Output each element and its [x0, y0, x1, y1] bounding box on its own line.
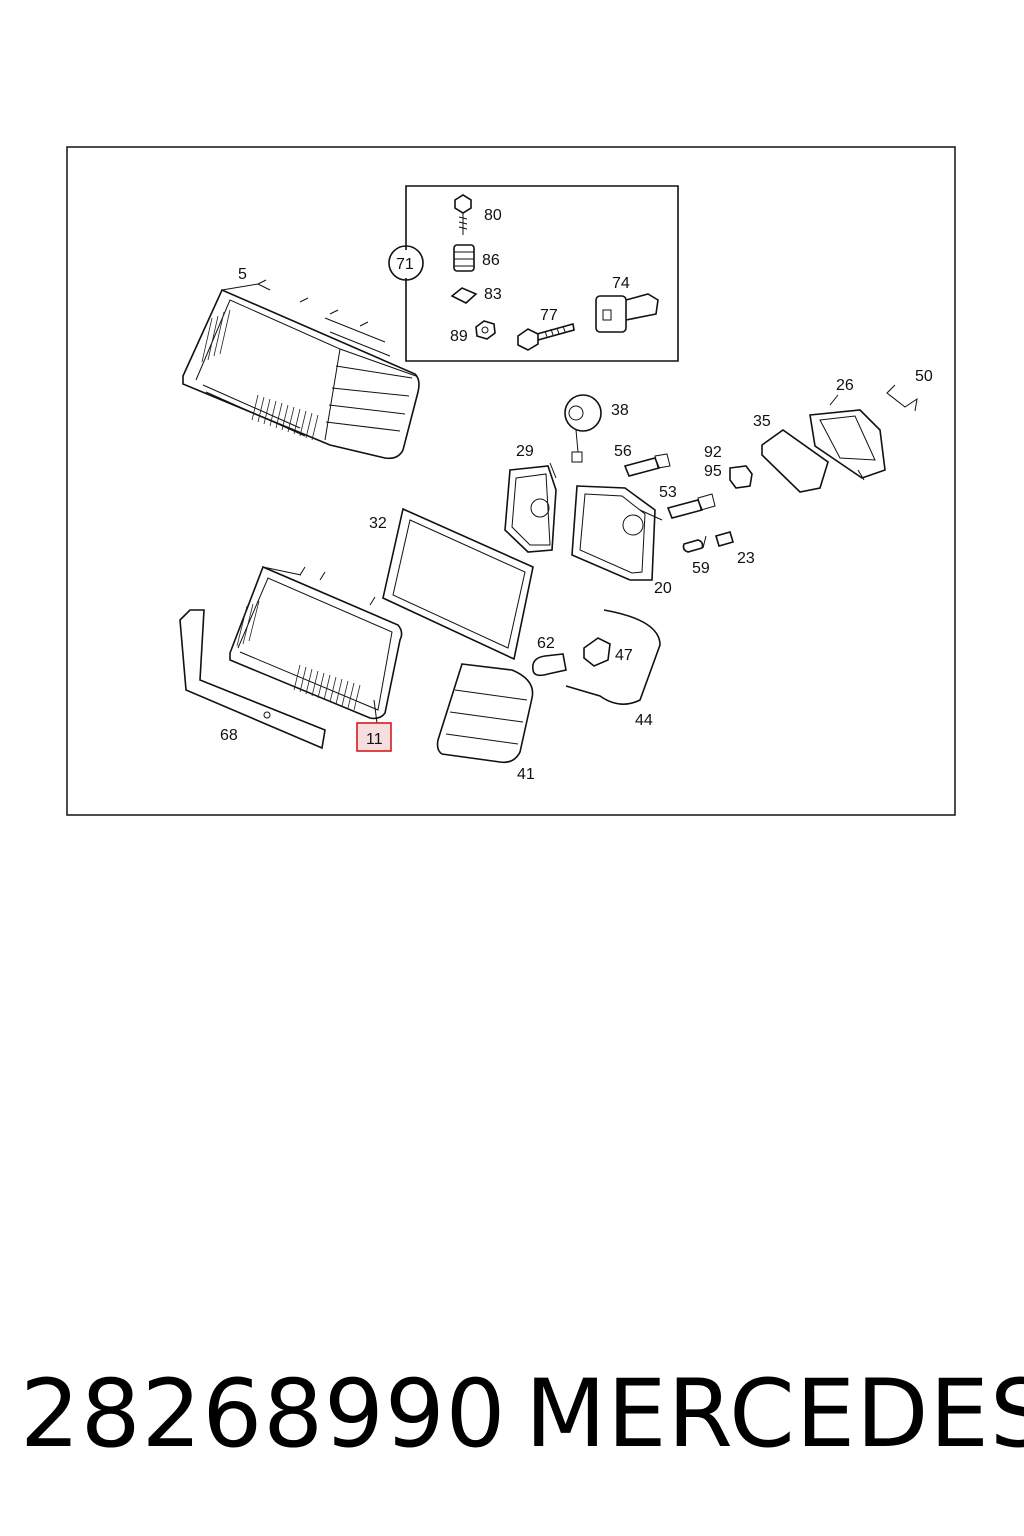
clip-50-icon	[886, 384, 918, 412]
bulb-23-icon	[715, 531, 734, 547]
spring-nut-86-icon	[453, 244, 475, 272]
headlamp-assembly-5	[182, 279, 420, 460]
highlight-box-11	[356, 722, 392, 752]
callout-26: 26	[836, 377, 854, 394]
parts-diagram: 5 80 86 83 89 77 74 71 38 29 56 92 95 53…	[66, 146, 956, 816]
hardware-inset-box	[405, 185, 679, 362]
bulb-53-icon	[666, 493, 716, 519]
socket-92-icon	[729, 465, 753, 489]
lens-gasket-32	[382, 507, 534, 661]
bolt-80-icon	[454, 194, 472, 235]
bulb-62-icon	[531, 653, 567, 677]
callout-47: 47	[615, 647, 633, 664]
callout-74: 74	[612, 275, 630, 292]
screw-77-icon	[517, 322, 575, 351]
footer: 28268990 MERCEDES	[0, 1355, 1024, 1475]
nut-89-icon	[475, 320, 496, 340]
fog-lamp-26	[809, 394, 886, 481]
bulb-38-icon	[564, 394, 602, 463]
callout-86: 86	[482, 252, 500, 269]
callout-56: 56	[614, 443, 632, 460]
callout-29: 29	[516, 443, 534, 460]
callout-80: 80	[484, 207, 502, 224]
callout-11: 11	[366, 731, 383, 748]
callout-20: 20	[654, 580, 672, 597]
fog-reflector-29	[504, 465, 557, 553]
diagram-frame	[66, 146, 956, 816]
trim-strip-68	[179, 609, 326, 750]
bulb-56-icon	[623, 453, 671, 477]
callout-38: 38	[611, 402, 629, 419]
clip-83-icon	[450, 287, 478, 304]
callout-circle-71	[388, 245, 424, 281]
bulb-59-icon	[682, 539, 704, 553]
callout-71: 71	[396, 256, 414, 273]
callout-35: 35	[753, 413, 771, 430]
headlamp-housing-11	[229, 565, 403, 720]
callout-59: 59	[692, 560, 710, 577]
callout-50: 50	[915, 368, 933, 385]
callout-92: 92	[704, 444, 722, 461]
callout-95: 95	[704, 463, 722, 480]
callout-62: 62	[537, 635, 555, 652]
seal-strip-44	[565, 609, 661, 705]
part-number: 28268990	[20, 1360, 507, 1469]
brand-name: MERCEDES	[525, 1360, 1024, 1469]
callout-23: 23	[737, 550, 755, 567]
gasket-35	[761, 429, 829, 493]
indicator-lens-41	[436, 663, 534, 764]
connector-74-icon	[595, 293, 659, 333]
socket-47-icon	[583, 637, 611, 667]
callout-41: 41	[517, 766, 535, 783]
callout-53: 53	[659, 484, 677, 501]
headlamp-reflector-20	[571, 485, 663, 581]
callout-44: 44	[635, 712, 653, 729]
leader-lines	[373, 462, 707, 724]
callout-32: 32	[369, 515, 387, 532]
callout-89: 89	[450, 328, 468, 345]
callout-83: 83	[484, 286, 502, 303]
callout-68: 68	[220, 727, 238, 744]
callout-5: 5	[238, 266, 247, 283]
callout-77: 77	[540, 307, 558, 324]
